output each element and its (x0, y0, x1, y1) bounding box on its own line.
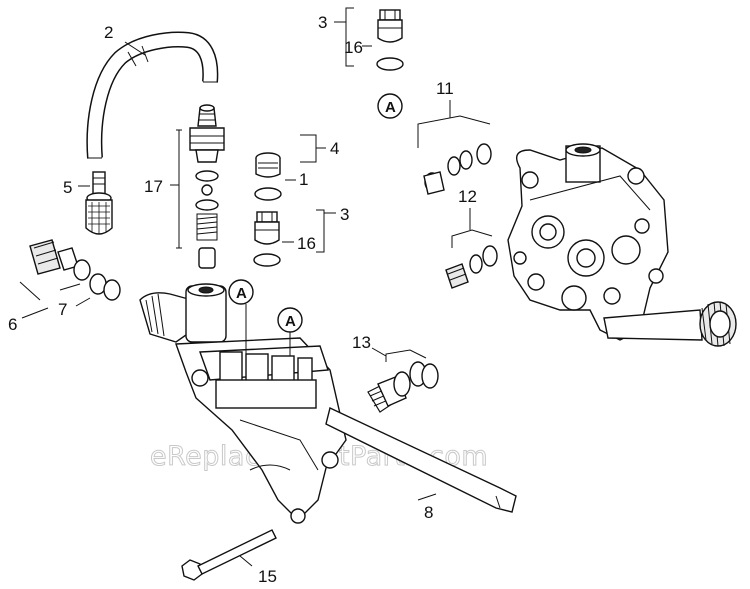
part-valve-set-12 (445, 245, 498, 289)
part-pump-head (507, 143, 737, 347)
callout-5: 5 (63, 178, 72, 197)
callout-1: 1 (299, 170, 308, 189)
callout-11: 11 (436, 79, 454, 98)
callout-3a: 3 (318, 13, 327, 32)
callout-6: 6 (8, 315, 17, 334)
callout-16a: 16 (344, 38, 363, 57)
callout-2: 2 (104, 23, 113, 42)
callout-15: 15 (258, 567, 277, 586)
callout-3b: 3 (340, 205, 349, 224)
callout-16b: 16 (297, 234, 316, 253)
callout-13: 13 (352, 333, 371, 352)
part-tool-wrench (325, 407, 517, 513)
part-fitting-stack (189, 104, 225, 269)
callout-12: 12 (458, 187, 477, 206)
svg-text:A: A (385, 99, 396, 116)
part-valve-set-11 (423, 143, 492, 195)
marker-a-top: A (377, 93, 403, 119)
callout-4: 4 (330, 139, 339, 158)
callout-8: 8 (424, 503, 433, 522)
svg-text:A: A (285, 313, 296, 330)
part-manifold (139, 283, 347, 524)
marker-a-left: A (228, 279, 254, 305)
part-hose (86, 31, 219, 159)
part-valve-middle (253, 211, 281, 267)
part-valve-top (376, 9, 404, 71)
svg-text:A: A (236, 285, 247, 302)
part-left-fitting (29, 239, 121, 301)
part-bolt (181, 529, 277, 581)
part-inlet-filter (85, 171, 113, 235)
part-valve-cap (254, 152, 282, 201)
marker-a-right: A (277, 307, 303, 333)
callout-7: 7 (58, 300, 67, 319)
callout-17: 17 (144, 177, 163, 196)
part-relief-valve (367, 361, 439, 413)
